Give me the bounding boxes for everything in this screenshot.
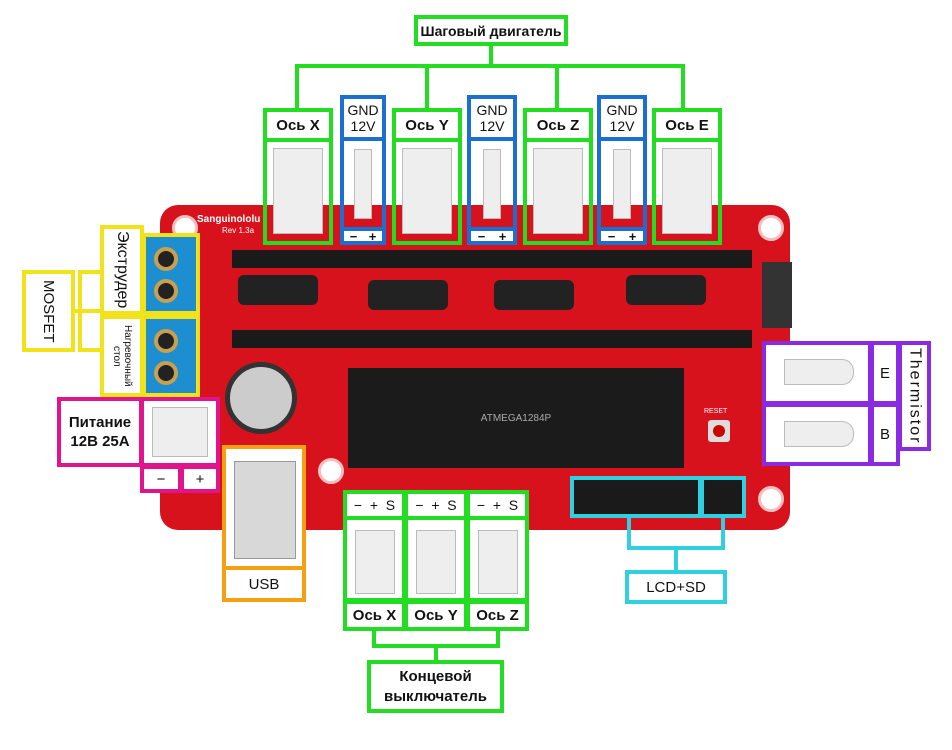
minus: − [349, 228, 358, 244]
usb-label: USB [222, 566, 306, 602]
power-label: Питание 12В 25А [57, 397, 143, 467]
endstop-y-pins: − + S [404, 490, 468, 520]
polarity-label: −+ [597, 227, 647, 245]
gnd-text: GND [606, 102, 638, 118]
sd-header [700, 476, 746, 518]
regulator [762, 262, 792, 328]
endstop-z-label: Ось Z [466, 600, 529, 631]
extruder-terminal [142, 233, 200, 315]
endstop-z-pins: − + S [466, 490, 529, 520]
thermistor-e-label: E [870, 341, 900, 405]
lcd-sd-label: LCD+SD [625, 570, 727, 604]
endstop-y-label: Ось Y [404, 600, 468, 631]
inductor [368, 280, 448, 310]
bed-terminal [142, 315, 200, 397]
endstop-x-label: Ось X [343, 600, 406, 631]
thermistor-b-label: B [870, 403, 900, 466]
minus: − [607, 228, 616, 244]
extruder-label: Экструдер [100, 225, 144, 315]
stepper-e-label: Ось E [652, 108, 722, 142]
pin-header [232, 330, 752, 348]
stepper-x-connector [263, 108, 333, 245]
plus: + [368, 228, 377, 244]
thermistor-e-connector [762, 341, 872, 405]
polarity-label: −+ [467, 227, 517, 245]
board-rev: Rev 1.3a [222, 226, 255, 235]
bed-label: Нагревочный стол [100, 315, 144, 397]
stepper-title: Шаговый двигатель [414, 15, 568, 46]
mosfet-label: MOSFET [22, 270, 75, 352]
stepper-x-label: Ось X [263, 108, 333, 142]
pin-header [232, 250, 752, 268]
mount-hole [758, 215, 784, 241]
polarity-label: −+ [340, 227, 386, 245]
thermistor-b-connector [762, 403, 872, 466]
reset-label: RESET [704, 408, 728, 415]
stepper-z-label: Ось Z [523, 108, 593, 142]
board-name: Sanguinololu [197, 214, 261, 225]
endstop-x-pins: − + S [343, 490, 406, 520]
minus: − [477, 228, 486, 244]
power-plus: + [180, 465, 220, 493]
inductor [238, 275, 318, 305]
v-text: 12V [350, 118, 376, 134]
inductor [626, 275, 706, 305]
mcu-chip: ATMEGA1284P [348, 368, 684, 468]
stepper-y-label: Ось Y [392, 108, 462, 142]
power-connector [140, 397, 220, 467]
inductor [494, 280, 574, 310]
lcd-header [570, 476, 702, 518]
capacitor [225, 362, 297, 434]
mount-hole [758, 486, 784, 512]
reset-button[interactable] [708, 420, 730, 442]
v-text: 12V [479, 118, 505, 134]
mount-hole [318, 458, 344, 484]
endstop-title: Концевой выключатель [367, 660, 504, 713]
v-text: 12V [609, 118, 635, 134]
gnd-text: GND [476, 102, 508, 118]
thermistor-title: Thermistor [898, 341, 931, 451]
gnd-text: GND [347, 102, 379, 118]
plus: + [628, 228, 637, 244]
power-minus: − [140, 465, 182, 493]
plus: + [498, 228, 507, 244]
